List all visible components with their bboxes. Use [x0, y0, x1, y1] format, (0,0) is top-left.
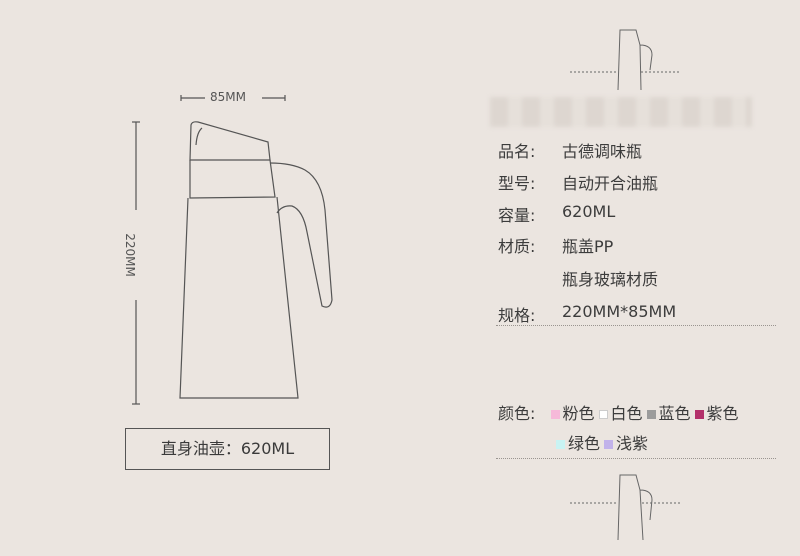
- bottle-handle: [269, 162, 333, 308]
- color-options-row2: 绿色浅紫: [552, 430, 648, 454]
- color-white[interactable]: 白色: [595, 404, 643, 423]
- color-green[interactable]: 绿色: [552, 434, 600, 453]
- colors-label: 颜色:: [498, 404, 536, 423]
- swatch-icon: [556, 439, 565, 449]
- product-caption: 直身油壶：620ML: [125, 428, 330, 470]
- small-bottle-top: [570, 29, 680, 91]
- swatch-icon: [604, 439, 614, 449]
- swatch-icon: [550, 409, 560, 419]
- swatch-icon: [598, 409, 608, 419]
- divider: [496, 325, 776, 326]
- color-blue[interactable]: 蓝色: [643, 404, 691, 423]
- color-purple[interactable]: 紫色: [691, 404, 739, 423]
- divider: [496, 458, 776, 459]
- width-label: 85MM: [210, 90, 246, 104]
- swatch-icon: [694, 409, 704, 419]
- height-label: 220MM: [122, 233, 137, 277]
- blurred-title: [490, 97, 752, 127]
- color-pink[interactable]: 粉色: [547, 404, 595, 423]
- bottle-lid: [189, 121, 271, 161]
- color-options: 颜色: 粉色白色蓝色紫色: [498, 400, 739, 424]
- small-bottle-bottom: [570, 474, 680, 541]
- color-light-purple[interactable]: 浅紫: [600, 434, 648, 453]
- swatch-icon: [646, 409, 656, 419]
